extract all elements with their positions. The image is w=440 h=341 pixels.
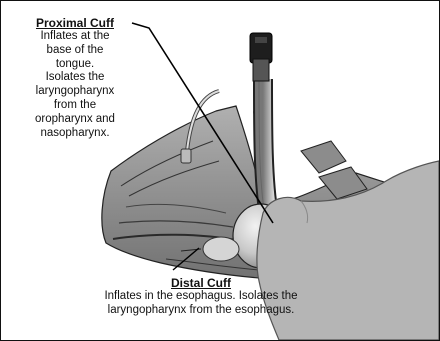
distal-cuff-title: Distal Cuff [7,277,395,290]
proximal-cuff-description: Inflates at the base of the tongue. Isol… [5,30,145,140]
distal-cuff-balloon [203,237,239,261]
proximal-cuff-label: Proximal Cuff Inflates at the base of th… [5,17,145,140]
distal-cuff-description: Inflates in the esophagus. Isolates the … [7,290,395,318]
proximal-cuff-title: Proximal Cuff [5,17,145,30]
distal-cuff-label: Distal Cuff Inflates in the esophagus. I… [7,277,395,318]
